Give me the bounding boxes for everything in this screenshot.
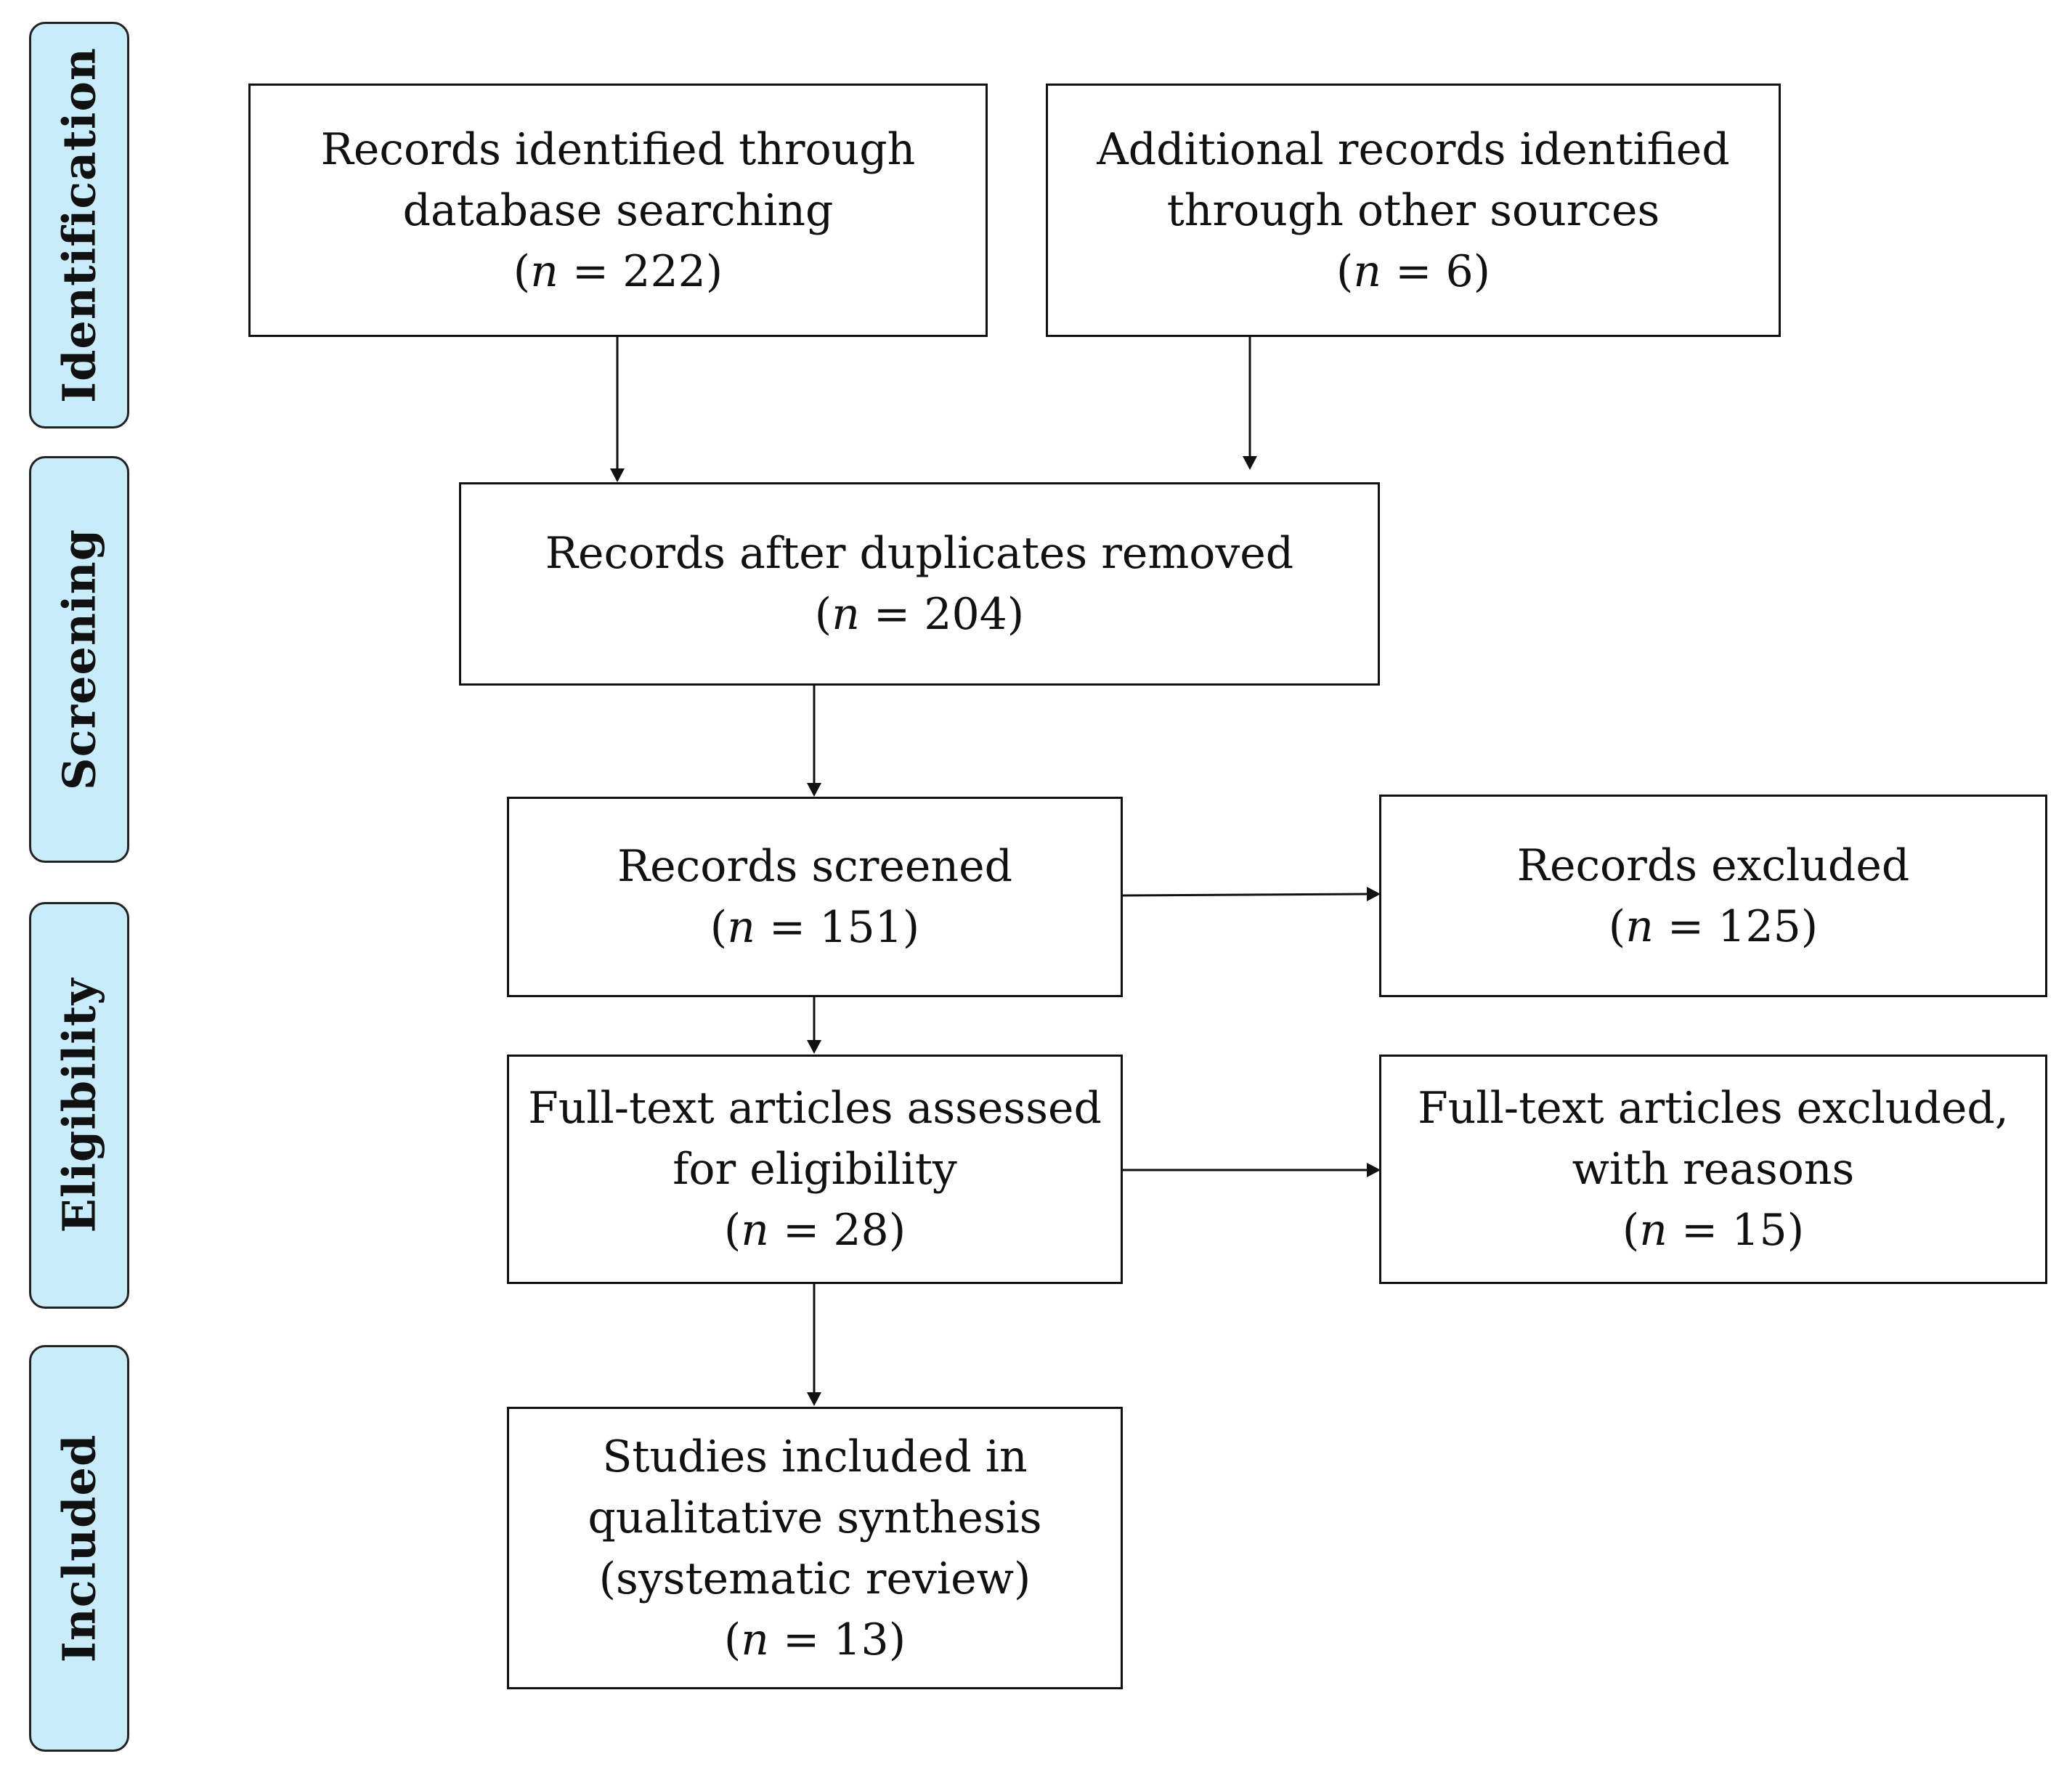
box-fulltext-assessed: Full-text articles assessed for eligibil… — [507, 1055, 1123, 1284]
box-line: for eligibility — [673, 1144, 957, 1195]
box-line: through other sources — [1166, 184, 1660, 236]
box-line: Full-text articles assessed — [528, 1083, 1102, 1134]
box-line: Additional records identified — [1097, 123, 1730, 175]
box-line: with reasons — [1572, 1144, 1855, 1195]
box-line: database searching — [402, 184, 834, 236]
record-count: (n = 125) — [1608, 901, 1819, 952]
box-database-records: Records identified through database sear… — [248, 84, 988, 337]
box-fulltext-excluded: Full-text articles excluded, with reason… — [1379, 1055, 2047, 1284]
box-line: Records after duplicates removed — [545, 528, 1294, 579]
box-included-studies: Studies included in qualitative synthesi… — [507, 1407, 1123, 1689]
stage-eligibility: Eligibility — [29, 902, 129, 1309]
record-count: (n = 13) — [723, 1614, 906, 1665]
stage-screening: Screening — [29, 456, 129, 863]
box-line: qualitative synthesis — [588, 1492, 1042, 1543]
stage-identification: Identification — [29, 22, 129, 428]
arrow-screened-to-excluded — [1121, 893, 1369, 897]
record-count: (n = 204) — [814, 589, 1025, 640]
record-count: (n = 222) — [513, 245, 723, 297]
arrowhead-fulltext-to-excluded — [1367, 1163, 1381, 1177]
box-line: Full-text articles excluded, — [1418, 1083, 2009, 1134]
box-line: Records excluded — [1516, 840, 1910, 891]
record-count: (n = 6) — [1336, 245, 1491, 297]
arrowhead-screened-to-excluded — [1367, 887, 1381, 901]
arrowhead-other-to-dedup — [1243, 456, 1257, 470]
arrowhead-dedup-to-screened — [807, 783, 821, 797]
record-count: (n = 28) — [723, 1205, 906, 1256]
box-records-excluded: Records excluded (n = 125) — [1379, 795, 2047, 997]
box-other-sources: Additional records identified through ot… — [1046, 84, 1781, 337]
arrowhead-fulltext-to-included — [807, 1392, 821, 1406]
box-line: Studies included in — [602, 1431, 1028, 1482]
arrowhead-database-to-dedup — [610, 468, 625, 482]
record-count: (n = 151) — [710, 902, 920, 953]
box-records-screened: Records screened (n = 151) — [507, 797, 1123, 997]
box-line: Records identified through — [320, 123, 916, 175]
box-line: Records screened — [617, 841, 1012, 892]
stage-included: Included — [29, 1345, 129, 1752]
arrowhead-screened-to-fulltext — [807, 1040, 821, 1054]
box-after-duplicates: Records after duplicates removed (n = 20… — [459, 482, 1380, 686]
box-line: (systematic review) — [598, 1553, 1031, 1604]
record-count: (n = 15) — [1622, 1205, 1805, 1256]
